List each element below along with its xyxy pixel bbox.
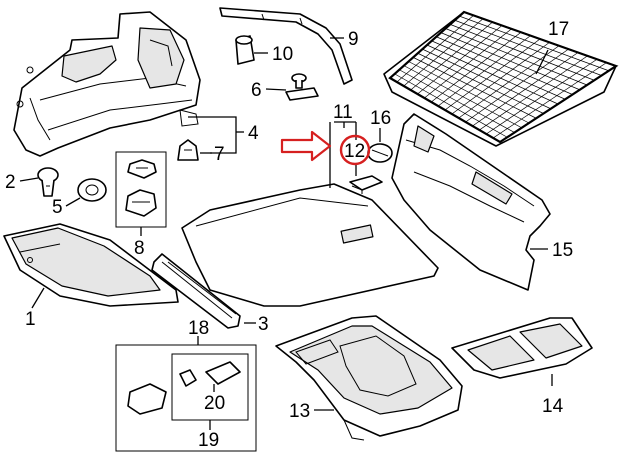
callout-labels: 1 2 3 4 5 6 7 8 9 10 11 12 13 14 15 16 1…: [5, 19, 573, 451]
highlight-circle: [339, 134, 371, 166]
callout-15: 15: [552, 240, 573, 261]
callout-18: 18: [188, 318, 209, 339]
callout-10: 10: [272, 44, 293, 65]
part-8-hooks: [115, 151, 167, 228]
callout-17: 17: [548, 19, 569, 40]
part-12-cover: [349, 175, 383, 194]
callout-16: 16: [370, 108, 391, 129]
callout-8: 8: [134, 238, 145, 259]
callout-5: 5: [52, 197, 63, 218]
part-11-floor-mat: [181, 183, 439, 307]
callout-12: 12: [344, 141, 365, 162]
part-1-lower-trim: [3, 223, 179, 307]
callout-19: 19: [198, 430, 219, 451]
part-6-push-clip: [285, 73, 319, 101]
callout-14: 14: [542, 396, 564, 417]
part-10-cap: [235, 35, 255, 65]
callout-20: 20: [204, 393, 225, 414]
part-14-tray: [451, 317, 593, 379]
part-7-clip: [177, 139, 199, 161]
part-3-sill-plate: [151, 253, 241, 329]
part-15-rear-panel: [391, 113, 551, 291]
callout-1: 1: [25, 309, 36, 330]
callout-3: 3: [258, 314, 269, 335]
callout-2: 2: [5, 172, 16, 193]
part-18-bulb-group: [115, 344, 257, 452]
part-9-strip: [219, 7, 353, 85]
part-2-plug: [37, 167, 59, 197]
callout-4: 4: [248, 123, 259, 144]
callout-11: 11: [333, 102, 353, 123]
part-17-cargo-net: [383, 10, 619, 147]
callout-13: 13: [289, 401, 310, 422]
callout-7: 7: [214, 144, 225, 165]
part-4-side-trim-panel: [13, 11, 201, 157]
part-16-lamp: [367, 143, 393, 163]
part-13-tire-tub: [275, 315, 463, 441]
callout-9: 9: [348, 29, 359, 50]
part-5-grommet: [77, 178, 107, 202]
callout-6: 6: [251, 80, 262, 101]
leader-lines: [19, 37, 553, 430]
highlight-arrow: [280, 130, 332, 162]
